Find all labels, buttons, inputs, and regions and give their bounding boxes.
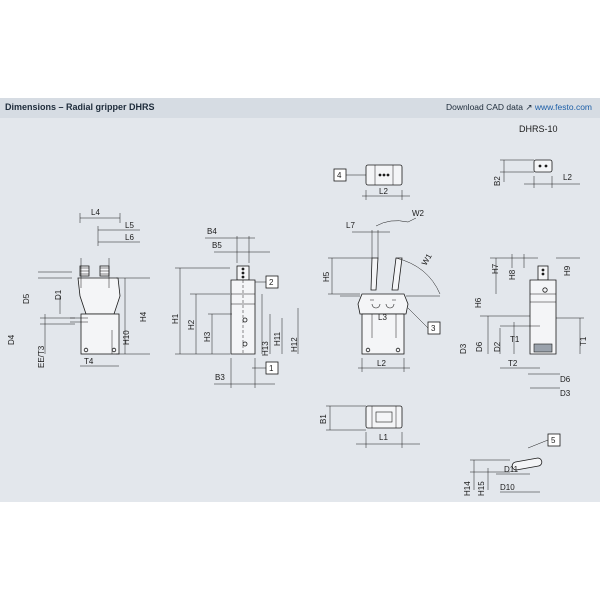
- dim-label-EE-T3: EE/T3: [37, 345, 46, 368]
- callout-1: 1: [252, 361, 279, 375]
- callout-5: 5: [551, 436, 556, 445]
- download-cad-label: Download CAD data: [445, 102, 523, 112]
- front-view: [175, 236, 299, 388]
- dim-label-H9: H9: [563, 265, 572, 276]
- dim-label-T1-left: T1: [510, 335, 520, 344]
- dim-label-L2-top: L2: [379, 187, 388, 196]
- dim-label-B2: B2: [493, 176, 502, 186]
- dim-label-T4: T4: [84, 357, 94, 366]
- dim-label-W1: W1: [420, 252, 434, 267]
- dim-label-L6: L6: [125, 233, 134, 242]
- dim-label-H5: H5: [322, 271, 331, 282]
- technical-drawing: DHRS-10 L4 L5 L6 D5 D1 D4: [7, 124, 588, 496]
- dim-label-T1-right: T1: [579, 336, 588, 346]
- callout-4: 4: [337, 171, 342, 180]
- open-jaws-view: [328, 217, 441, 372]
- right-side-view: [480, 254, 584, 389]
- link-arrow-icon: ↗: [525, 102, 533, 112]
- dim-label-D4: D4: [7, 334, 16, 345]
- dim-label-L2-mid: L2: [377, 359, 386, 368]
- bottom-view: [326, 405, 420, 448]
- dim-label-D11: D11: [504, 465, 519, 474]
- dim-label-H7: H7: [491, 263, 500, 274]
- dim-label-D3-left: D3: [459, 343, 468, 354]
- dim-label-H15: H15: [477, 481, 486, 496]
- panel-header: Dimensions – Radial gripper DHRS Downloa…: [0, 98, 600, 118]
- side-view: [38, 213, 150, 367]
- dim-label-L7: L7: [346, 221, 355, 230]
- dim-label-H8: H8: [508, 269, 517, 280]
- dim-label-L3: L3: [378, 313, 387, 322]
- dim-label-T2: T2: [508, 359, 518, 368]
- model-label: DHRS-10: [519, 124, 558, 134]
- dim-label-D10: D10: [500, 483, 515, 492]
- dimensions-panel: Dimensions – Radial gripper DHRS Downloa…: [0, 98, 600, 502]
- top-view-right: [500, 159, 580, 188]
- dim-label-H11: H11: [273, 331, 282, 346]
- centering-pin-view: [470, 433, 561, 493]
- dim-label-H3: H3: [203, 331, 212, 342]
- dim-label-L4: L4: [91, 208, 100, 217]
- download-cad-link[interactable]: Download CAD data ↗ www.festo.com: [446, 102, 592, 113]
- dim-label-H2: H2: [187, 319, 196, 330]
- page-title: Dimensions – Radial gripper DHRS: [5, 102, 155, 112]
- dim-label-W2: W2: [412, 209, 425, 218]
- dim-label-H14: H14: [463, 481, 472, 496]
- dim-label-H12: H12: [290, 337, 299, 352]
- dim-label-L2-right: L2: [563, 173, 572, 182]
- dim-label-D1: D1: [54, 289, 63, 300]
- dim-label-B3: B3: [215, 373, 225, 382]
- dim-label-L5: L5: [125, 221, 134, 230]
- callout-2: 2: [255, 275, 279, 289]
- dim-label-B1: B1: [319, 414, 328, 424]
- callout-3: 3: [431, 324, 436, 333]
- dim-label-H6: H6: [474, 297, 483, 308]
- svg-text:1: 1: [269, 364, 274, 373]
- dim-label-H13: H13: [261, 341, 270, 356]
- download-url: www.festo.com: [534, 102, 592, 112]
- dim-label-D5: D5: [22, 293, 31, 304]
- dim-label-D6: D6: [560, 375, 571, 384]
- dim-label-H10: H10: [122, 330, 131, 345]
- dim-label-H1: H1: [171, 313, 180, 324]
- dim-label-B5: B5: [212, 241, 222, 250]
- dim-label-H4: H4: [139, 311, 148, 322]
- top-view-4: [333, 164, 410, 200]
- dim-label-B4: B4: [207, 227, 217, 236]
- dim-label-D3: D3: [560, 389, 571, 398]
- dim-label-D6-left: D6: [475, 341, 484, 352]
- dim-label-L1: L1: [379, 433, 388, 442]
- svg-text:2: 2: [269, 278, 274, 287]
- dim-label-D2: D2: [493, 341, 502, 352]
